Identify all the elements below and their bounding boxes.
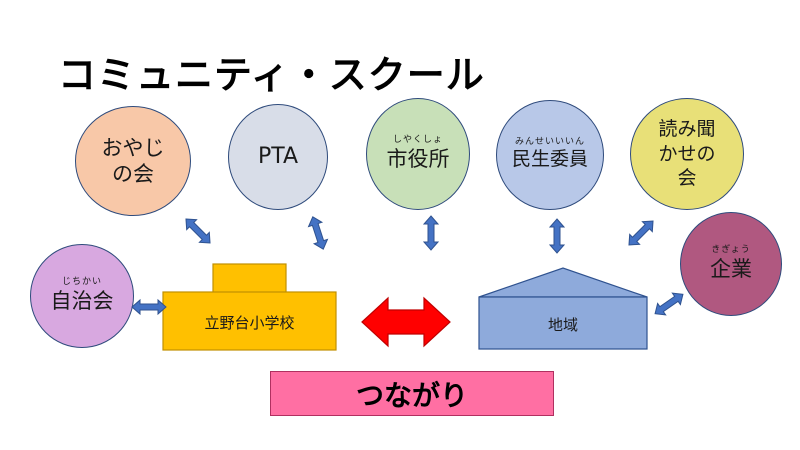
jichikai-label: 自治会 [50, 288, 114, 313]
minsei-label: 民生委員 [511, 148, 588, 171]
shiyakusho-label: 市役所 [386, 146, 450, 171]
jichikai-node: じちかい 自治会 [30, 244, 134, 348]
school-building [162, 263, 337, 351]
connector-arrow-oyaji [180, 213, 216, 249]
oyaji-line1: おやじ [101, 135, 165, 160]
pta-label: PTA [257, 144, 299, 170]
connector-arrow-minsei [549, 218, 565, 254]
kigyo-label: 企業 [710, 256, 752, 281]
shiyakusho-node: しやくしょ 市役所 [366, 98, 470, 210]
minsei-ruby: みんせいいいん [514, 137, 585, 148]
jichikai-ruby: じちかい [61, 276, 102, 287]
yomikikase-line3: 会 [677, 167, 697, 190]
area-label: 地域 [547, 316, 578, 334]
oyaji-line2: の会 [112, 162, 154, 186]
school-label: 立野台小学校 [204, 314, 295, 332]
connector-arrow-pta [305, 214, 331, 252]
connector-arrow-shiyakusho [423, 215, 439, 251]
area-house [478, 267, 648, 350]
tsunagari-label: つながり [355, 378, 468, 412]
minsei-iin-node: みんせいいいん 民生委員 [496, 100, 604, 210]
yomikikase-line1: 読み聞 [658, 117, 716, 140]
yomikikase-node: 読み聞 かせの 会 [630, 98, 744, 210]
kigyo-node: きぎょう 企業 [680, 212, 782, 316]
page-title: コミュニティ・スクール [58, 53, 485, 97]
pta-node: PTA [228, 104, 328, 210]
center-double-arrow [361, 296, 451, 348]
connector-arrow-jichikai [131, 299, 167, 315]
connector-arrow-kigyo [650, 288, 688, 320]
oyaji-no-kai-node: おやじ の会 [75, 106, 191, 216]
tsunagari-banner: つながり [270, 371, 554, 416]
connector-arrow-yomikikase [623, 215, 659, 251]
shiyakusho-ruby: しやくしょ [393, 134, 443, 145]
yomikikase-line2: かせの [658, 142, 716, 165]
kigyo-ruby: きぎょう [711, 244, 751, 255]
